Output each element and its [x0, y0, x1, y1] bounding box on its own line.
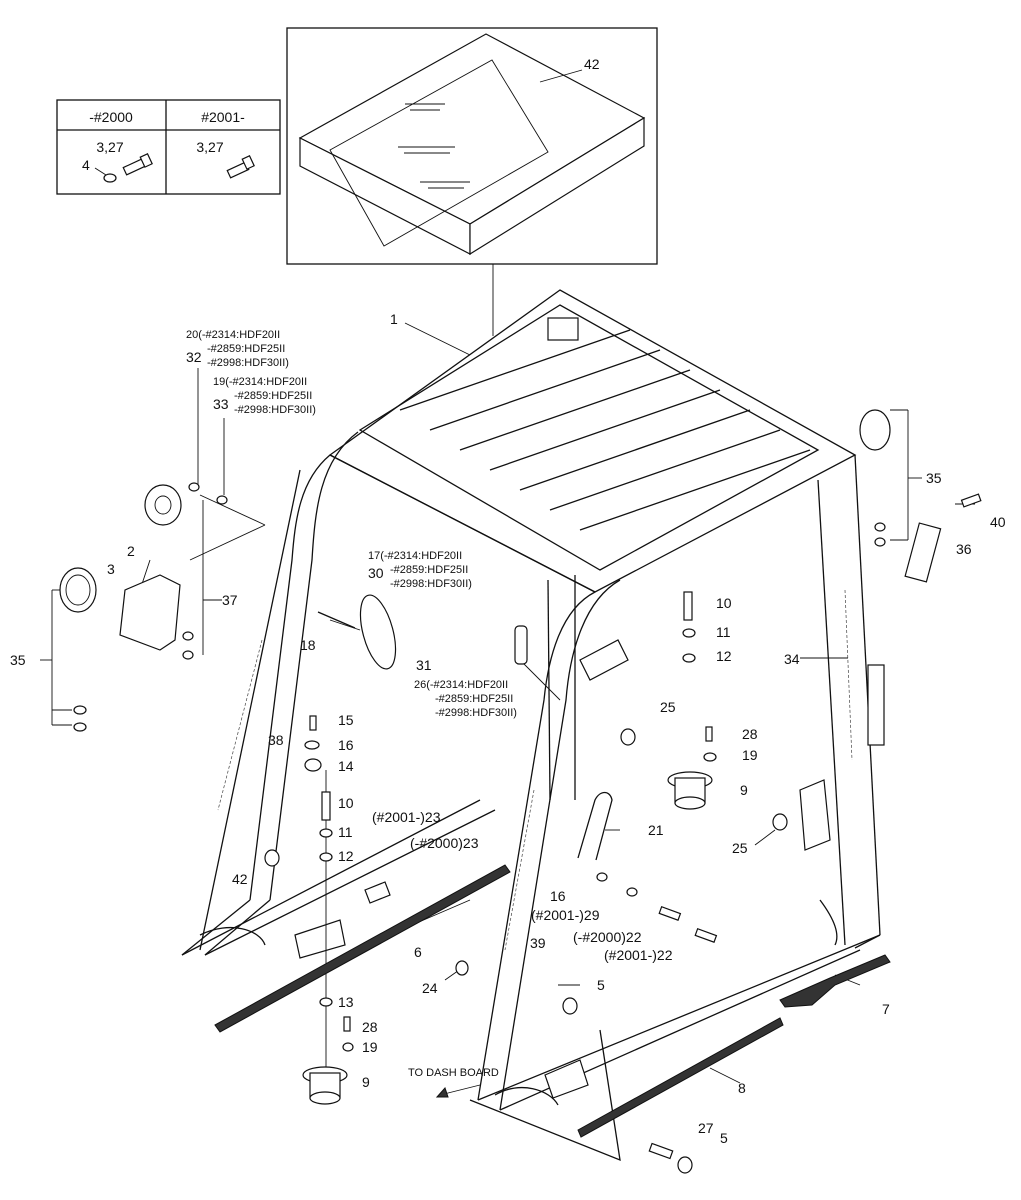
grab-handle-icon	[577, 791, 613, 861]
part-label-15: 15	[338, 712, 354, 728]
part-label-25-lower: 25	[732, 840, 748, 856]
table-header-new: #2001-	[201, 109, 245, 125]
note-19-line2: -#2859:HDF25II	[234, 390, 312, 402]
note-16: 16	[550, 888, 566, 904]
manual-inset: 42	[286, 27, 658, 336]
part-label-13: 13	[338, 994, 354, 1010]
rear-lamp-icon	[904, 522, 942, 583]
part-label-28-bottom: 28	[362, 1019, 378, 1035]
note-19-line1: 19(-#2314:HDF20II	[213, 376, 307, 388]
note-20-line1: 20(-#2314:HDF20II	[186, 329, 280, 341]
rubber-strip-6	[214, 864, 511, 1033]
note-23-new: (#2001-)23	[372, 809, 441, 825]
part-label-42-frame: 42	[232, 871, 248, 887]
table-cell-old-washer: 4	[82, 157, 90, 173]
table-cell-old-parts: 3,27	[96, 139, 123, 155]
part-label-1: 1	[390, 311, 398, 327]
note-33: 33	[213, 396, 229, 412]
note-20-line3: -#2998:HDF30II)	[207, 357, 289, 369]
part-label-10-left: 10	[338, 795, 354, 811]
part-label-7: 7	[882, 1001, 890, 1017]
work-lamp-icon	[59, 409, 891, 613]
note-17-line1: 17(-#2314:HDF20II	[368, 550, 462, 562]
lamp-bracket	[119, 574, 181, 651]
note-26-line2: -#2859:HDF25II	[435, 693, 513, 705]
table-header-old: -#2000	[89, 109, 133, 125]
note-20-line2: -#2859:HDF25II	[207, 343, 285, 355]
part-label-40: 40	[990, 514, 1006, 530]
cab-frame	[181, 289, 885, 1162]
part-label-11-left: 11	[338, 824, 353, 840]
part-label-38: 38	[268, 732, 284, 748]
part-label-24: 24	[422, 980, 438, 996]
note-30: 30	[368, 565, 384, 581]
note-29: (#2001-)29	[531, 907, 600, 923]
part-label-6: 6	[414, 944, 422, 960]
note-17-line3: -#2998:HDF30II)	[390, 578, 472, 590]
part-label-2: 2	[127, 543, 135, 559]
part-label-12-right: 12	[716, 648, 732, 664]
part-label-18: 18	[300, 637, 316, 653]
note-26-line3: -#2998:HDF30II)	[435, 707, 517, 719]
part-label-5-upper: 5	[597, 977, 605, 993]
part-label-9-bottom: 9	[362, 1074, 370, 1090]
part-label-27: 27	[698, 1120, 714, 1136]
part-label-8: 8	[738, 1080, 746, 1096]
note-22-old: (-#2000)22	[573, 929, 642, 945]
table-cell-new-parts: 3,27	[196, 139, 223, 155]
part-label-34: 34	[784, 651, 800, 667]
part-label-35-right: 35	[926, 470, 942, 486]
parts-group	[59, 409, 982, 1174]
bolt-washer-icon	[94, 152, 153, 183]
engine-mount-icon	[302, 771, 713, 1105]
part-label-19-bottom: 19	[362, 1039, 378, 1055]
part-label-14: 14	[338, 758, 354, 774]
variant-table: -#2000 #2001- 3,27 4 3,27	[56, 99, 281, 195]
part-label-28-right: 28	[742, 726, 758, 742]
note-32: 32	[186, 349, 202, 365]
rubber-strip-7	[779, 954, 891, 1008]
part-label-3: 3	[107, 561, 115, 577]
part-label-39: 39	[530, 935, 546, 951]
part-label-35-left: 35	[10, 652, 26, 668]
bolt-icon	[226, 154, 255, 179]
part-label-42-manual: 42	[584, 56, 600, 72]
part-label-10-right: 10	[716, 595, 732, 611]
note-26-line1: 26(-#2314:HDF20II	[414, 679, 508, 691]
part-labels: 1 2 3 35 37 18 38 42 15 16 14 10 11 12 1…	[10, 311, 1006, 1146]
part-label-31: 31	[416, 657, 432, 673]
part-label-25-upper: 25	[660, 699, 676, 715]
part-label-37: 37	[222, 592, 238, 608]
part-label-36: 36	[956, 541, 972, 557]
arrow-icon	[435, 1087, 449, 1098]
note-22-new: (#2001-)22	[604, 947, 673, 963]
part-label-11-right: 11	[716, 624, 731, 640]
part-label-5-lower: 5	[720, 1130, 728, 1146]
mirror-icon	[359, 594, 397, 670]
note-19-line3: -#2998:HDF30II)	[234, 404, 316, 416]
part-label-9-right: 9	[740, 782, 748, 798]
part-label-21: 21	[648, 822, 664, 838]
note-dash-board: TO DASH BOARD	[408, 1067, 499, 1079]
note-17-line2: -#2859:HDF25II	[390, 564, 468, 576]
rubber-strip-8	[577, 1017, 784, 1138]
note-23-old: (-#2000)23	[410, 835, 479, 851]
part-label-16: 16	[338, 737, 354, 753]
part-label-19-right: 19	[742, 747, 758, 763]
part-label-12-left: 12	[338, 848, 354, 864]
